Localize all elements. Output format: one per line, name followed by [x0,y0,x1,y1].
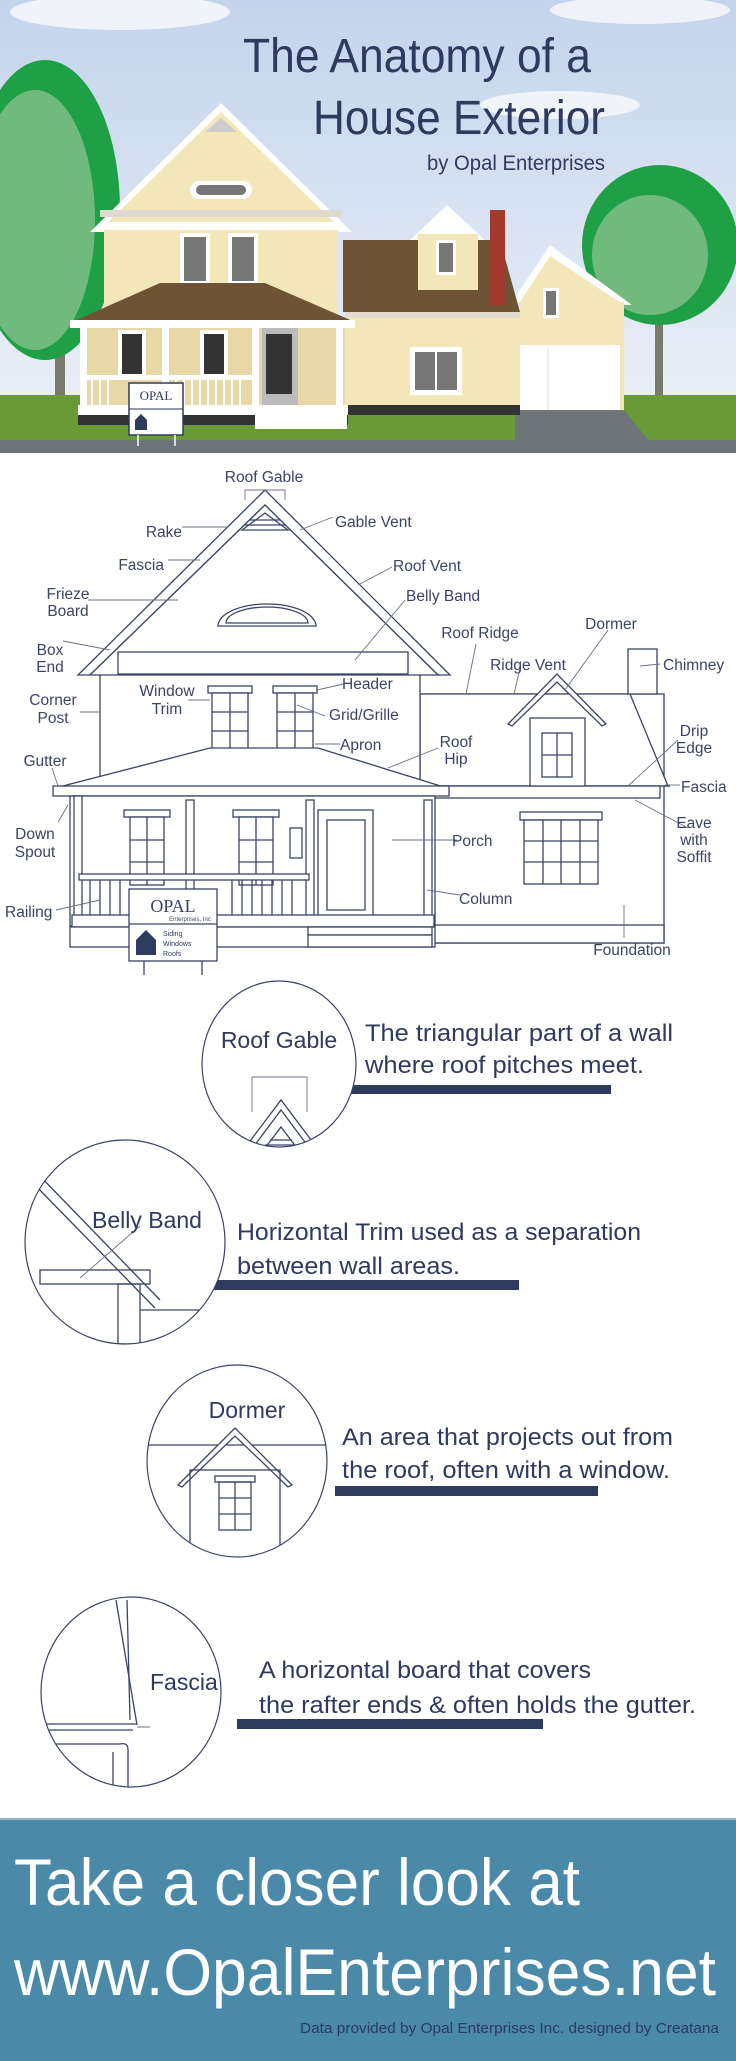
detail-text-line: the rafter ends & often holds the gutter… [259,1692,696,1719]
diagram-yard-sign: OPAL Enterprises, Inc Siding Windows Roo… [128,888,218,975]
label-chimney: Chimney [663,657,724,674]
label-roof-gable: Roof Gable [225,469,303,486]
detail-label: Roof Gable [221,1027,337,1053]
label-ridge-vent: Ridge Vent [490,657,567,674]
sign-service: Roofs [163,951,182,958]
detail-underline [237,1719,543,1729]
detail-label: Fascia [150,1669,218,1695]
detail-text-line: where roof pitches meet. [364,1052,644,1079]
detail-underline [348,1085,611,1094]
footer-credit: Data provided by Opal Enterprises Inc. d… [300,2020,720,2037]
label-apron: Apron [340,737,381,754]
label-porch: Porch [452,833,493,850]
cta-url[interactable]: www.OpalEnterprises.net [13,1935,716,2009]
tree-right [582,165,736,400]
label-roof-ridge: Roof Ridge [441,625,519,642]
road [0,440,736,453]
sign-service: Windows [163,941,192,948]
driveway [515,405,650,442]
label-dormer: Dormer [585,616,637,633]
sign-service: Siding [163,931,183,938]
lantern-outline [289,827,303,859]
leader-lines [51,489,689,938]
clouds [10,0,730,119]
label-railing: Railing [5,904,52,921]
diagram-labels: Roof Gable Rake Gable Vent Fascia Roof V… [5,469,727,959]
hero-illustration: OPAL The Anatomy of a House Exterior by … [0,0,736,453]
label-foundation: Foundation [593,942,671,959]
chimney-outline [627,648,658,695]
title-line-1: The Anatomy of a [243,30,591,83]
footer-banner: Take a closer look at www.OpalEnterprise… [0,1818,736,2061]
label-grid-grille: Grid/Grille [329,707,399,724]
detail-circle [146,1364,328,1558]
detail-label: Belly Band [92,1207,202,1233]
sign-brand: OPAL [140,388,173,403]
detail-circle [201,980,357,1148]
detail-fascia: Fascia A horizontal board that covers th… [40,1596,696,1788]
sign-sub: Enterprises, Inc [169,917,211,923]
label-gutter: Gutter [23,753,66,770]
detail-belly-band: Belly Band Horizontal Trim used as a sep… [24,1139,641,1345]
tree-left [0,60,120,400]
detail-text-line: Horizontal Trim used as a separation [237,1219,641,1246]
label-column: Column [459,891,512,908]
detail-text-line: An area that projects out from [342,1424,673,1451]
hero-yard-sign: OPAL [128,382,184,446]
byline: by Opal Enterprises [427,152,605,175]
upper-windows [207,685,318,752]
label-fascia-right: Fascia [681,779,727,796]
house-color [70,103,632,429]
detail-dormer: Dormer An area that projects out from th… [146,1364,673,1558]
detail-label: Dormer [209,1397,286,1423]
label-rake: Rake [146,524,182,541]
detail-text-line: between wall areas. [237,1253,460,1280]
label-roof-vent: Roof Vent [393,558,462,575]
detail-roof-gable: Roof Gable The triangular part of a wall… [201,980,673,1148]
website-link[interactable]: www.OpalEnterprises.net [13,1935,716,2009]
detail-underline [335,1486,598,1496]
title-line-2: House Exterior [313,92,605,145]
label-belly-band: Belly Band [406,588,480,605]
detail-text-line: the roof, often with a window. [342,1457,670,1484]
footer-background [0,1820,736,2061]
detail-text-line: A horizontal board that covers [259,1657,591,1684]
label-gable-vent: Gable Vent [335,514,412,531]
sign-brand: OPAL [150,896,195,916]
detail-text-line: The triangular part of a wall [365,1020,673,1047]
detail-circle [24,1139,226,1345]
belly-band-outline [117,651,409,675]
cta-line-1: Take a closer look at [14,1845,580,1919]
label-header: Header [342,676,393,693]
detail-underline [210,1280,519,1290]
house-line-diagram: OPAL Enterprises, Inc Siding Windows Roo… [5,469,727,975]
label-fascia-top: Fascia [118,557,164,574]
